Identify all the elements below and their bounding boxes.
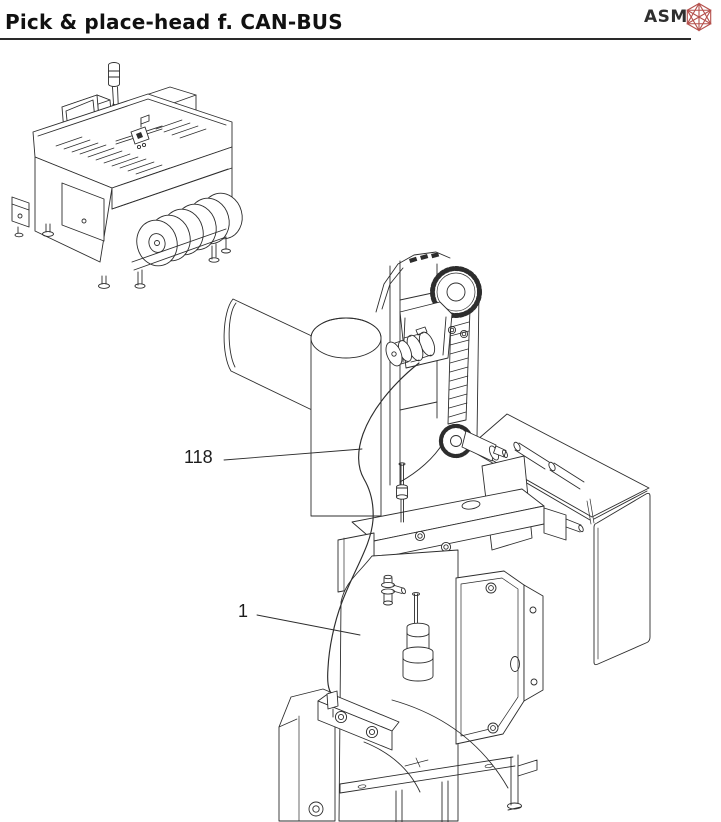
page-title: Pick & place-head f. CAN-BUS xyxy=(5,10,343,34)
top-pulley-gear xyxy=(430,266,482,318)
head-detail-figure xyxy=(223,251,651,822)
sensor-needle xyxy=(396,462,408,523)
bottom-rail xyxy=(339,754,538,822)
header-rule xyxy=(0,38,691,40)
main-cylinder xyxy=(310,317,382,517)
mounting-tube xyxy=(223,298,317,411)
conveyor-bracket xyxy=(11,196,30,238)
machine-body xyxy=(34,146,233,263)
gantry-head xyxy=(115,114,163,150)
machine-overview-figure xyxy=(11,62,243,289)
mounting-bracket xyxy=(468,413,651,666)
wire-harness xyxy=(326,362,420,718)
asm-hexagon-cube-icon xyxy=(686,2,712,32)
callout-label-1: 1 xyxy=(238,601,249,621)
z-motor xyxy=(385,301,469,369)
air-fitting xyxy=(381,574,406,606)
leader-line-118 xyxy=(223,448,363,461)
head-body xyxy=(278,549,544,822)
callout-leader-lines xyxy=(223,448,363,636)
vacuum-nozzle xyxy=(402,592,434,682)
machine-feet xyxy=(42,223,110,289)
callout-label-118: 118 xyxy=(184,447,213,467)
asm-logo: ASM xyxy=(644,2,716,34)
asm-logo-text: ASM xyxy=(644,7,688,27)
leader-line-1 xyxy=(256,614,361,636)
feeder-reels xyxy=(111,168,243,289)
spindle-gear xyxy=(438,423,508,462)
bracket-guide-pins xyxy=(513,441,585,490)
